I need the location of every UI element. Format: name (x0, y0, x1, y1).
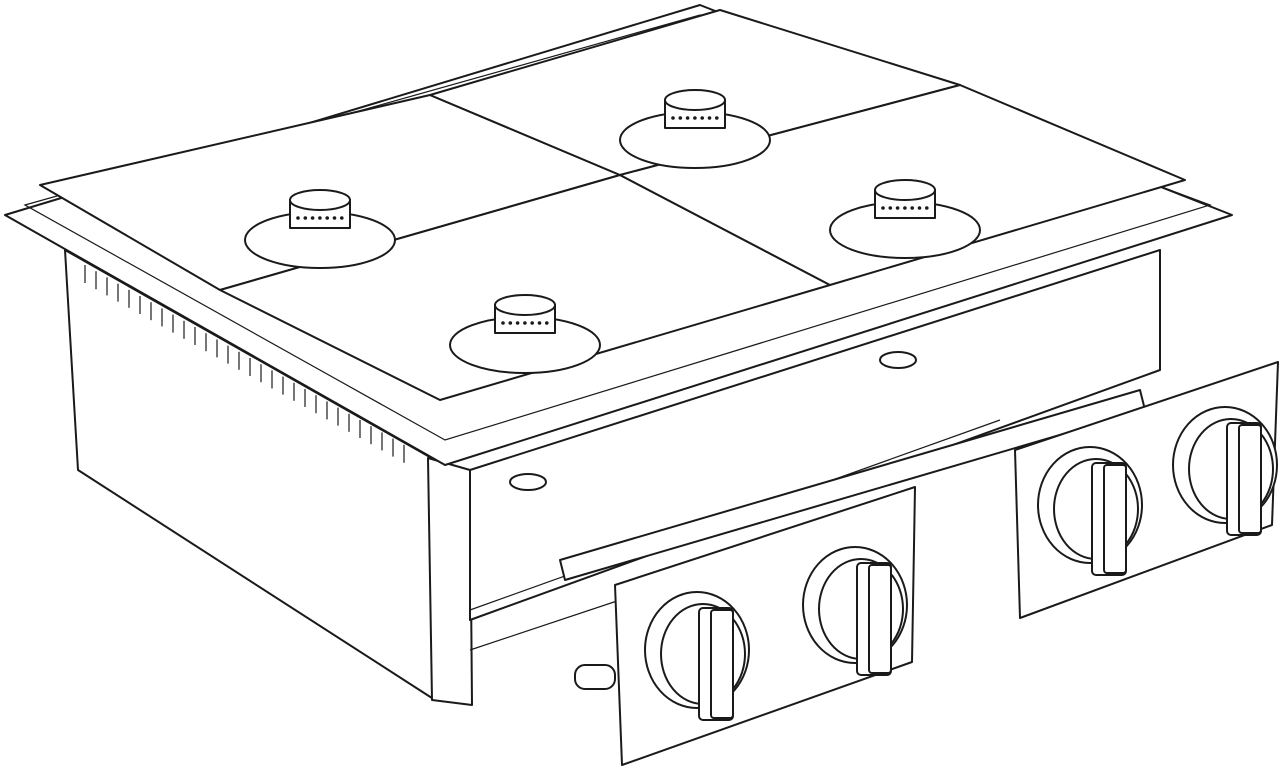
burner (619, 89, 771, 169)
control-knob[interactable] (802, 546, 908, 676)
burners (244, 89, 981, 374)
control-knob[interactable] (1037, 446, 1143, 576)
chassis-corner-post (427, 457, 473, 706)
vent-slots (84, 265, 405, 463)
burner (449, 294, 601, 374)
burner (244, 189, 396, 269)
control-knob[interactable] (644, 591, 750, 721)
burner (829, 179, 981, 259)
chassis-right-face (469, 249, 1161, 621)
pipe-fitting (509, 473, 547, 491)
control-knob[interactable] (1172, 406, 1278, 536)
pipe-fitting (879, 351, 917, 369)
gas-inlet-pipe (574, 664, 616, 690)
top-frame-rim (23, 14, 1212, 441)
